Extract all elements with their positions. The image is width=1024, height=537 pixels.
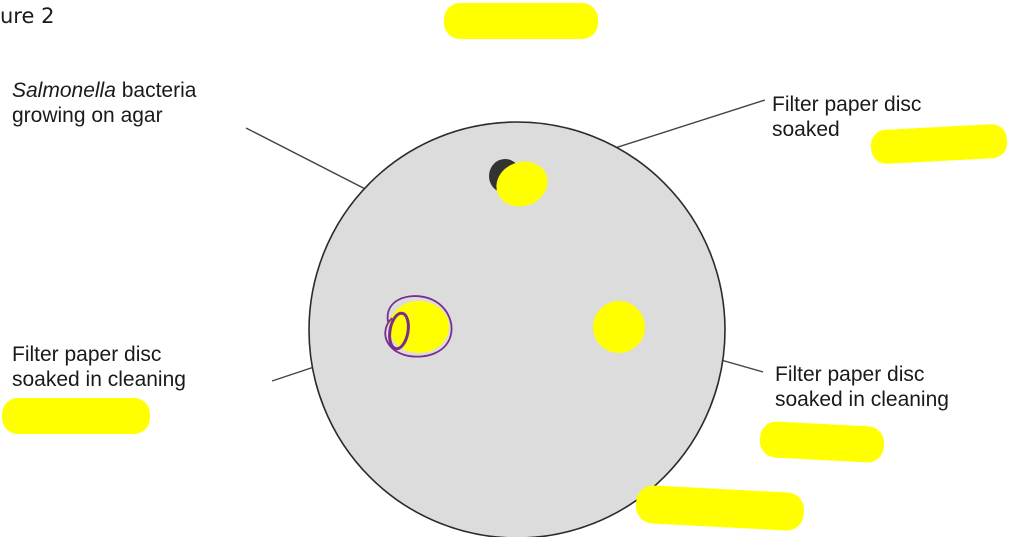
label-disc-top-right-line1: Filter paper disc bbox=[772, 92, 921, 117]
label-disc-right-line2: soaked in cleaning bbox=[775, 387, 949, 412]
redaction-right bbox=[759, 421, 885, 463]
label-disc-left-line2: soaked in cleaning bbox=[12, 367, 186, 392]
label-agar: Salmonella bacteria growing on agar bbox=[12, 78, 196, 128]
label-disc-left: Filter paper disc soaked in cleaning bbox=[12, 342, 186, 392]
label-agar-line2: growing on agar bbox=[12, 103, 196, 128]
label-disc-right: Filter paper disc soaked in cleaning bbox=[775, 362, 949, 412]
label-dish-partial: itl bbox=[748, 490, 763, 515]
label-disc-top-right: Filter paper disc soaked bbox=[772, 92, 921, 142]
label-agar-rest: bacteria bbox=[116, 79, 197, 102]
redaction-top-center bbox=[444, 3, 598, 39]
label-agar-italic: Salmonella bbox=[12, 79, 116, 102]
highlight-left-disc bbox=[389, 301, 449, 353]
redaction-left bbox=[2, 398, 150, 434]
highlight-right-disc bbox=[593, 301, 645, 353]
label-disc-left-line1: Filter paper disc bbox=[12, 342, 186, 367]
label-disc-top-right-line2: soaked bbox=[772, 117, 921, 142]
label-disc-right-line1: Filter paper disc bbox=[775, 362, 949, 387]
